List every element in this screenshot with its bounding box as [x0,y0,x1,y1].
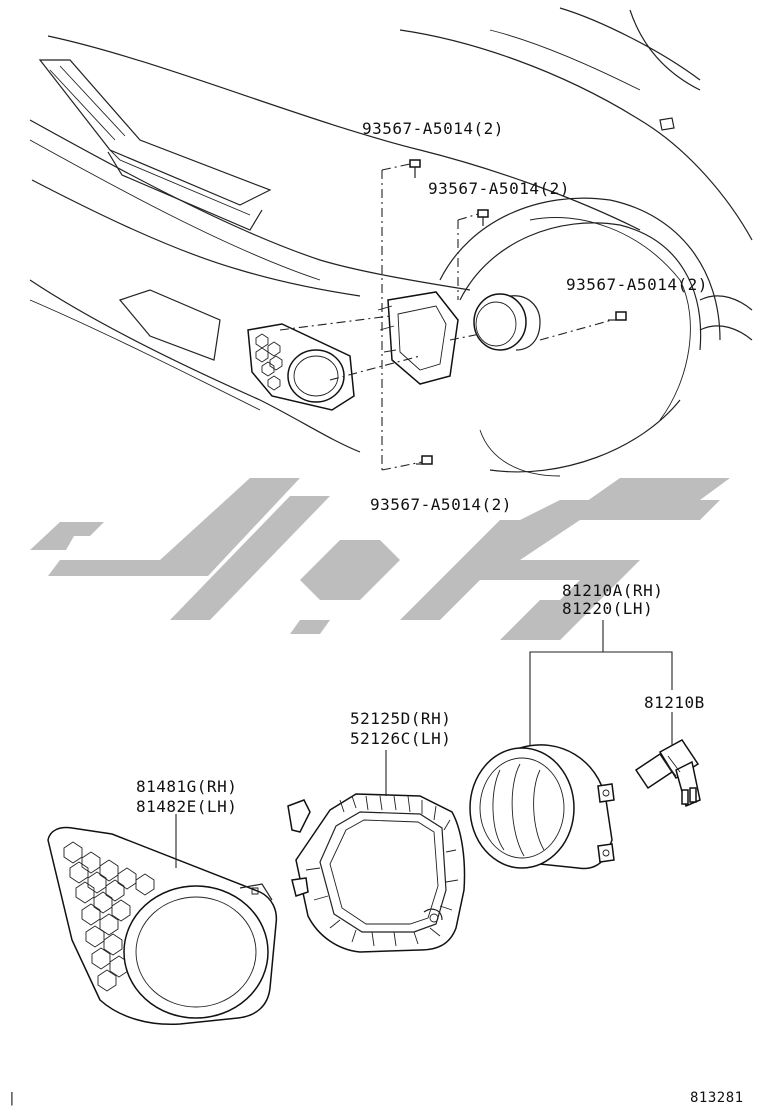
bolt-icon [477,209,489,226]
callout-bolt-right: 93567-A5014(2) [566,275,708,294]
callout-cover-rh: 81481G(RH) [136,777,237,796]
callout-bolt-bottom: 93567-A5014(2) [370,495,512,514]
bolt-icon [416,455,433,465]
upper-fog-assembly [247,159,627,471]
callout-bulb: 81210B [644,693,705,712]
fog-lamp-bracket [287,793,466,953]
watermark-logo [30,478,730,640]
callout-bolt-top: 93567-A5014(2) [362,119,504,138]
callout-bracket-rh: 52125D(RH) [350,709,451,728]
callout-bracket-lh: 52126C(LH) [350,729,451,748]
callout-bolt-mid: 93567-A5014(2) [428,179,570,198]
car-front-outline [29,7,753,477]
callout-fog-lamp-lh: 81220(LH) [562,599,653,618]
figure-number: 813281 [690,1090,744,1106]
leader-lines [175,620,673,868]
bulb-icon [634,739,701,808]
fog-lamp [469,744,615,870]
bolt-icon [409,159,421,178]
fog-lamp-cover [47,826,278,1026]
callout-cover-lh: 81482E(LH) [136,797,237,816]
page-mark: | [8,1091,16,1106]
bolt-icon [608,311,627,321]
callout-fog-lamp-rh: 81210A(RH) [562,581,663,600]
